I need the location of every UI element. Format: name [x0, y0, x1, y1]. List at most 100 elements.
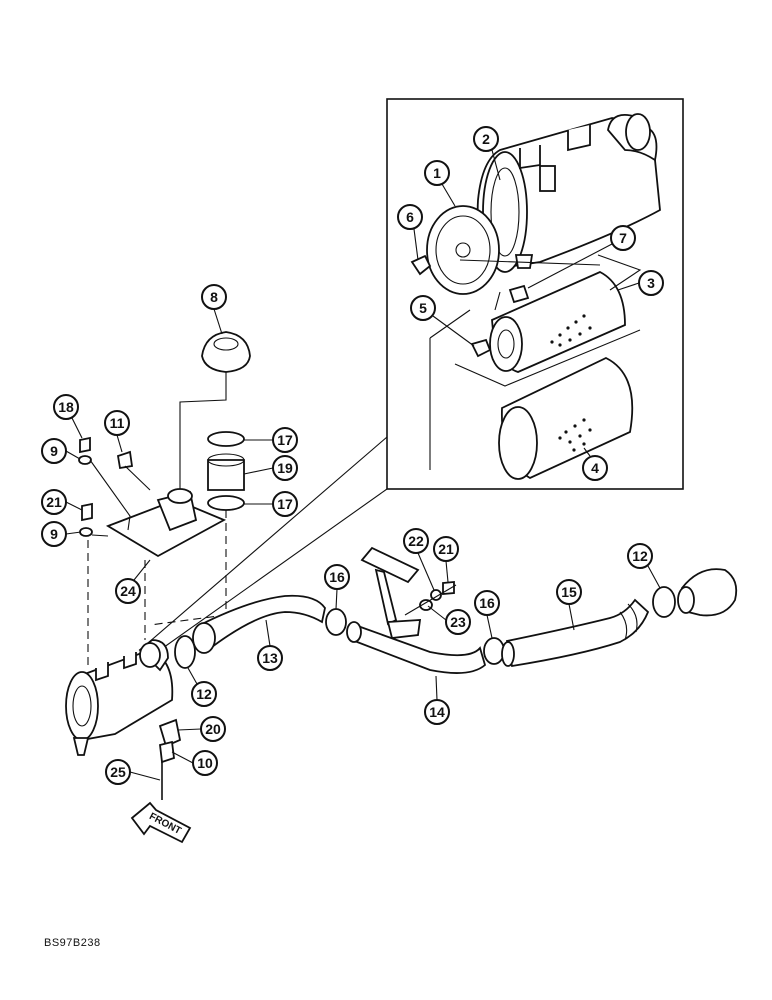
svg-text:7: 7	[619, 230, 627, 246]
svg-text:12: 12	[632, 548, 648, 564]
callout-24: 24	[115, 578, 141, 604]
callout-5: 5	[410, 295, 436, 321]
callout-14: 14	[424, 699, 450, 725]
valve-leader-line	[179, 372, 227, 490]
inset-leader-line-lower	[159, 488, 388, 651]
callout-11: 11	[104, 410, 130, 436]
vacuator-valve	[201, 331, 251, 373]
primary-filter-element	[489, 271, 626, 373]
callout-2: 2	[473, 126, 499, 152]
inset-assembly-lines	[429, 254, 642, 470]
nut-7	[508, 284, 530, 304]
hose-19	[207, 459, 245, 491]
callout-6: 6	[397, 204, 423, 230]
callout-4: 4	[582, 455, 608, 481]
svg-text:17: 17	[277, 496, 293, 512]
svg-text:15: 15	[561, 584, 577, 600]
callout-3: 3	[638, 270, 664, 296]
bolt-11	[116, 450, 134, 470]
hose-13	[192, 594, 326, 654]
svg-text:17: 17	[277, 432, 293, 448]
hose-15	[501, 598, 650, 668]
clamp-17-lower	[207, 495, 245, 511]
bolt-21-left	[81, 502, 93, 522]
callout-21-right: 21	[433, 536, 459, 562]
svg-text:22: 22	[408, 533, 424, 549]
clamp-16-left	[325, 608, 347, 636]
callout-12-left: 12	[191, 681, 217, 707]
callout-12-right: 12	[627, 543, 653, 569]
safety-filter-element	[498, 356, 634, 480]
callout-20: 20	[200, 716, 226, 742]
callout-25: 25	[105, 759, 131, 785]
inset-leader-line-upper	[147, 436, 388, 644]
bolt-axis-line	[404, 584, 457, 616]
callout-16-right: 16	[474, 590, 500, 616]
callout-22: 22	[403, 528, 429, 554]
svg-text:19: 19	[277, 460, 293, 476]
mounting-bracket	[105, 488, 227, 558]
clamp-16-right	[483, 637, 505, 665]
svg-text:8: 8	[210, 289, 218, 305]
callout-1: 1	[424, 160, 450, 186]
callout-7: 7	[610, 225, 636, 251]
callout-19: 19	[272, 455, 298, 481]
callout-9-lower: 9	[41, 521, 67, 547]
callout-17-lower: 17	[272, 491, 298, 517]
svg-text:10: 10	[197, 755, 213, 771]
washer-9-lower	[79, 527, 93, 537]
wing-nut-6	[410, 254, 432, 276]
svg-text:24: 24	[120, 583, 136, 599]
washer-22	[430, 589, 442, 601]
callout-23: 23	[445, 609, 471, 635]
callout-leader-lines	[65, 149, 661, 781]
svg-text:25: 25	[110, 764, 126, 780]
callout-8: 8	[201, 284, 227, 310]
detail-inset-frame	[386, 98, 684, 490]
svg-text:23: 23	[450, 614, 466, 630]
clamp-17-upper	[207, 431, 245, 447]
svg-text:9: 9	[50, 443, 58, 459]
svg-text:12: 12	[196, 686, 212, 702]
drawing-code: BS97B238	[44, 937, 101, 949]
svg-text:14: 14	[429, 704, 445, 720]
svg-text:16: 16	[329, 569, 345, 585]
callout-17-upper: 17	[272, 427, 298, 453]
nut-23	[419, 599, 433, 611]
callout-15: 15	[556, 579, 582, 605]
wing-nut-5	[470, 338, 492, 358]
callout-10: 10	[192, 750, 218, 776]
svg-text:1: 1	[433, 165, 441, 181]
air-cleaner-cover	[426, 205, 500, 295]
svg-text:5: 5	[419, 300, 427, 316]
clamp-12-left	[174, 635, 196, 669]
bolt-18	[79, 436, 91, 454]
front-direction-arrow: FRONT	[130, 801, 192, 844]
main-air-cleaner	[65, 639, 174, 756]
tube-14	[346, 621, 487, 674]
tube-support-bracket	[360, 546, 422, 639]
turbocharger-inlet	[677, 568, 738, 617]
svg-text:20: 20	[205, 721, 221, 737]
svg-text:21: 21	[46, 494, 62, 510]
svg-text:3: 3	[647, 275, 655, 291]
callout-18: 18	[53, 394, 79, 420]
svg-text:18: 18	[58, 399, 74, 415]
svg-text:21: 21	[438, 541, 454, 557]
svg-text:16: 16	[479, 595, 495, 611]
washer-9-upper	[78, 455, 92, 465]
svg-text:2: 2	[482, 131, 490, 147]
svg-text:11: 11	[110, 415, 125, 431]
callout-16-left: 16	[324, 564, 350, 590]
svg-text:6: 6	[406, 209, 414, 225]
svg-text:9: 9	[50, 526, 58, 542]
restriction-switch	[158, 718, 182, 748]
clamp-12-right	[652, 586, 676, 618]
filter-perforations	[550, 314, 592, 452]
callout-9-upper: 9	[41, 438, 67, 464]
svg-text:13: 13	[262, 650, 278, 666]
callout-21-left: 21	[41, 489, 67, 515]
fitting-10	[159, 740, 175, 764]
bracket-assembly-lines	[89, 459, 151, 537]
